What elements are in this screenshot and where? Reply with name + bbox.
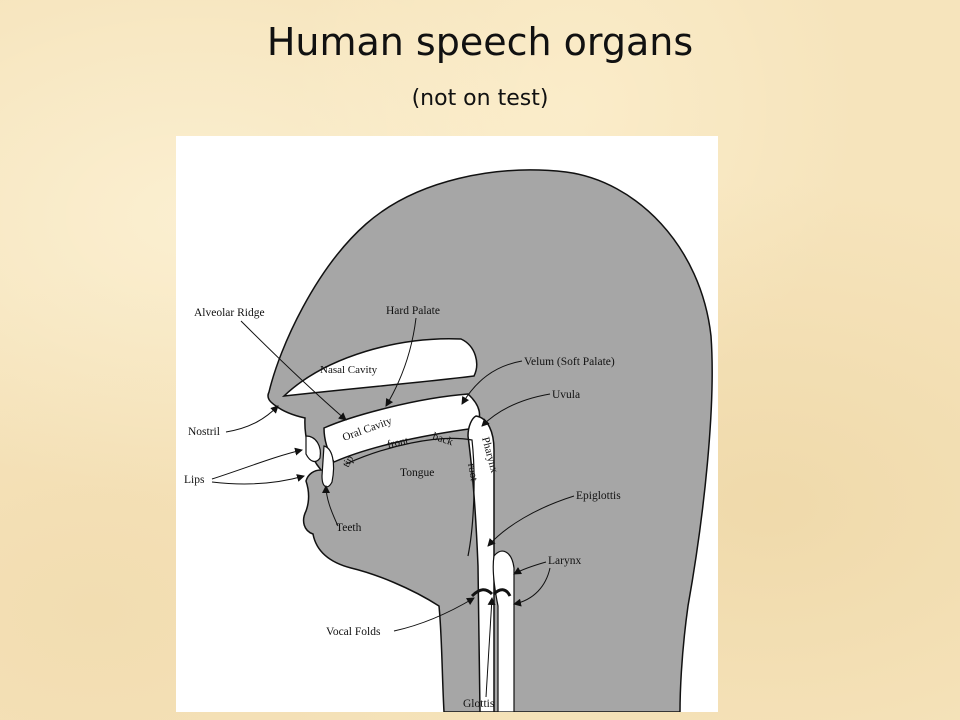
label-lips: Lips: [184, 474, 205, 486]
label-nasal-cavity: Nasal Cavity: [320, 364, 378, 376]
leader-larynx-lower: [513, 567, 551, 607]
teeth-shape: [321, 445, 335, 488]
leader-velum: [461, 360, 523, 405]
leader-larynx: [513, 561, 547, 575]
leader-lips-upper: [211, 447, 303, 480]
leader-uvula: [481, 393, 551, 427]
leader-glottis: [485, 597, 496, 698]
vocal-folds-shape: [470, 588, 512, 598]
label-vocal-folds: Vocal Folds: [326, 626, 381, 638]
leader-vocal-folds: [393, 597, 475, 632]
label-velum: Velum (Soft Palate): [524, 356, 615, 368]
label-front: front: [386, 435, 409, 451]
label-tongue: Tongue: [400, 467, 434, 479]
label-alveolar-ridge: Alveolar Ridge: [194, 307, 265, 319]
slide-subtitle: (not on test): [411, 86, 549, 111]
label-nostril: Nostril: [188, 426, 220, 438]
leader-nostril: [225, 405, 279, 433]
label-uvula: Uvula: [552, 389, 580, 401]
leader-lips-lower: [211, 474, 305, 485]
label-epiglottis: Epiglottis: [576, 490, 621, 502]
tongue-outline: [345, 437, 475, 557]
label-larynx: Larynx: [548, 555, 581, 567]
label-glottis: Glottis: [463, 698, 495, 710]
leader-hard-palate: [385, 317, 417, 407]
leader-epiglottis: [487, 495, 575, 547]
label-root: root: [465, 462, 480, 482]
leader-alveolar-ridge: [240, 320, 347, 421]
diagram-svg: Alveolar Ridge Hard Palate Nasal Cavity …: [184, 169, 713, 712]
nasal-cavity-shape: [281, 337, 478, 397]
leader-teeth: [322, 485, 339, 527]
upper-lip-shape: [305, 435, 321, 463]
label-hard-palate: Hard Palate: [386, 305, 440, 317]
speech-organs-diagram: Alveolar Ridge Hard Palate Nasal Cavity …: [176, 136, 718, 712]
slide-title: Human speech organs: [266, 20, 694, 64]
label-teeth: Teeth: [336, 522, 362, 534]
